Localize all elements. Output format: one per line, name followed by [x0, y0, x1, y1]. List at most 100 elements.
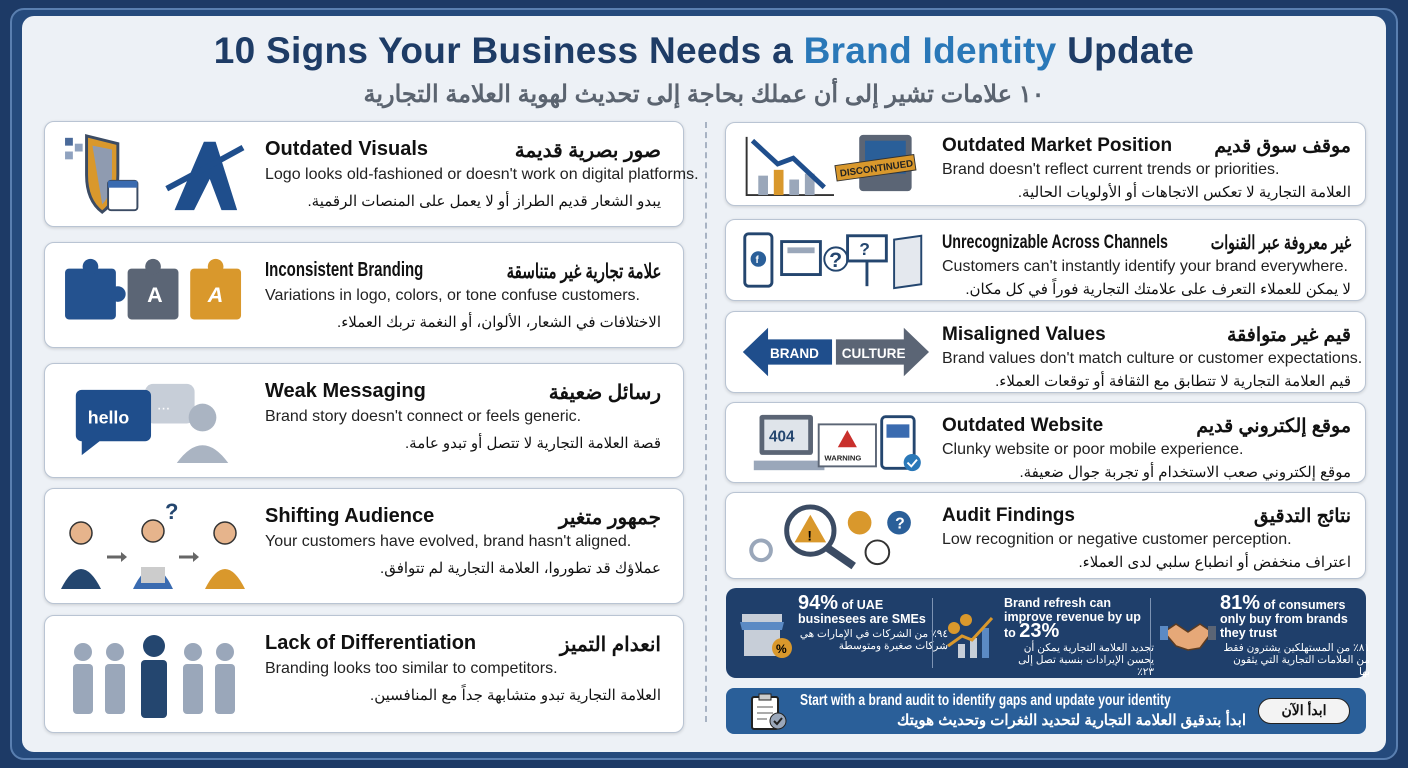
sign-desc-ar: العلامة التجارية تبدو متشابهة جداً مع ال… [370, 687, 661, 704]
svg-text:...: ... [157, 397, 170, 414]
handshake-icon [1160, 623, 1216, 651]
svg-text:A: A [207, 283, 224, 307]
sign-title-en: Unrecognizable Across Channels [942, 232, 1168, 253]
broken-website-icon: 404 WARNING [753, 414, 921, 472]
sign-desc-en: Brand values don't match culture or cust… [942, 350, 1363, 367]
sign-title-ar: صور بصرية قديمة [514, 140, 661, 162]
stat-trust: 81% of consumers only buy from brands th… [1156, 593, 1370, 678]
call-to-action-banner: Start with a brand audit to identify gap… [726, 688, 1366, 734]
stat-divider [932, 598, 933, 668]
sign-title-ar: انعدام التميز [559, 634, 661, 656]
sign-card-outdated-website: 404 WARNING Outdated Website موقع إلكترو… [725, 402, 1366, 483]
sign-title-en: Shifting Audience [265, 505, 435, 527]
sign-title-ar: موقع إلكتروني قديم [1196, 416, 1351, 437]
sign-card-audit-findings: ! ? Audit Findings نتائج التدقيق Low rec… [725, 492, 1366, 579]
opposing-arrows-icon: BRAND CULTURE [742, 327, 930, 377]
sign-title-en: Outdated Visuals [265, 138, 429, 160]
shield-calendar-logo-icon [65, 133, 245, 214]
people-icon: ? [61, 499, 245, 589]
sign-desc-ar: لا يمكن للعملاء التعرف على علامتك التجار… [965, 281, 1351, 298]
bubble-text: hello [88, 407, 130, 427]
error-code: 404 [769, 429, 795, 446]
sign-desc-en: Logo looks old-fashioned or doesn't work… [265, 166, 699, 183]
sign-card-lack-of-differentiation: Lack of Differentiation انعدام التميز Br… [44, 615, 684, 733]
sign-card-shifting-audience: ? Shifting Audience جمهور متغير Your cus… [44, 488, 684, 604]
sign-title-en: Outdated Market Position [942, 135, 1173, 156]
sign-card-outdated-visuals: Outdated Visuals صور بصرية قديمة Logo lo… [44, 121, 699, 227]
stat-text-ar: تجديد العلامة التجارية يمكن أن يحسن الإي… [1018, 642, 1154, 678]
stat-text-ar: ٩٤٪ من الشركات في الإمارات هي شركات صغير… [799, 628, 948, 652]
sign-card-unrecognizable-channels: f ? ? Unrecognizable Across Channels غير… [725, 219, 1366, 301]
sign-desc-en: Customers can't instantly identify your … [942, 258, 1348, 275]
sign-desc-en: Branding looks too similar to competitor… [265, 660, 558, 677]
svg-text:%: % [776, 642, 787, 656]
sign-card-weak-messaging: ... hello Weak Messaging رسائل ضعيفة Bra… [44, 363, 684, 478]
sign-title-ar: قيم غير متوافقة [1226, 325, 1351, 346]
sign-desc-ar: عملاؤك قد تطوروا، العلامة التجارية لم تت… [380, 560, 661, 577]
stat-divider [1150, 598, 1151, 668]
page-title: 10 Signs Your Business Needs a Brand Ide… [0, 30, 1408, 72]
svg-text:!: ! [807, 528, 812, 543]
page-subtitle-arabic: ١٠ علامات تشير إلى أن عملك بحاجة إلى تحد… [363, 81, 1045, 108]
arrow-label-brand: BRAND [770, 346, 819, 361]
sign-desc-ar: العلامة التجارية لا تعكس الاتجاهات أو ال… [1017, 184, 1351, 201]
cta-text-en: Start with a brand audit to identify gap… [800, 692, 1171, 709]
sign-card-inconsistent-branding: A A Inconsistent Branding علامة تجارية غ… [44, 242, 684, 348]
column-divider [705, 122, 707, 722]
devices-question-icon: f ? ? [743, 232, 923, 290]
sign-desc-en: Your customers have evolved, brand hasn'… [265, 533, 632, 550]
sign-title-en: Inconsistent Branding [265, 259, 424, 281]
stat-text: Brand refresh can improve revenue by up … [1004, 596, 1141, 640]
stat-value: 94% [798, 592, 839, 614]
title-highlight: Brand Identity [803, 30, 1057, 71]
sign-desc-en: Variations in logo, colors, or tone conf… [265, 287, 640, 304]
title-text-end: Update [1056, 30, 1195, 71]
sign-desc-ar: قيم العلامة التجارية لا تتطابق مع الثقاف… [995, 373, 1351, 390]
sign-title-ar: علامة تجارية غير متناسقة [506, 261, 661, 283]
sign-title-ar: رسائل ضعيفة [548, 382, 661, 404]
sign-desc-en: Brand doesn't reflect current trends or … [942, 161, 1280, 178]
sign-desc-en: Clunky website or poor mobile experience… [942, 441, 1244, 458]
clipboard-check-icon [751, 693, 787, 730]
sign-desc-ar: اعتراف منخفض أو انطباع سلبي لدى العملاء. [1078, 554, 1351, 571]
sign-desc-ar: قصة العلامة التجارية لا تتصل أو تبدو عام… [405, 435, 661, 452]
storefront-icon: % [740, 614, 792, 658]
svg-text:?: ? [859, 239, 870, 259]
svg-text:?: ? [829, 248, 842, 272]
sign-desc-ar: يبدو الشعار قديم الطراز أو لا يعمل على ا… [307, 193, 661, 210]
sign-desc-en: Brand story doesn't connect or feels gen… [265, 408, 582, 425]
warning-label: WARNING [824, 454, 861, 463]
sign-card-misaligned-values: BRAND CULTURE Misaligned Values قيم غير … [725, 311, 1366, 393]
declining-chart-icon: DISCONTINUED [745, 134, 917, 197]
cta-text-ar: ابدأ بتدقيق العلامة التجارية لتحديد الثغ… [897, 712, 1246, 729]
magnifier-warning-icon: ! ? [749, 504, 911, 570]
stat-value: 23% [1019, 620, 1060, 642]
sign-title-en: Lack of Differentiation [265, 632, 477, 654]
growth-chart-icon [947, 614, 994, 658]
sign-desc-ar: موقع إلكتروني صعب الاستخدام أو تجربة جوا… [1019, 464, 1351, 481]
sign-desc-en: Low recognition or negative customer per… [942, 531, 1292, 548]
sign-title-en: Outdated Website [942, 415, 1104, 436]
puzzle-pieces-icon: A A [65, 258, 242, 320]
sign-title-en: Audit Findings [942, 505, 1075, 526]
start-now-button[interactable]: ابدأ الآن [1258, 698, 1350, 724]
stat-text-ar: ٨١٪ من المستهلكين يشترون فقط من العلامات… [1223, 642, 1370, 678]
sign-card-outdated-market-position: DISCONTINUED Outdated Market Position مو… [725, 122, 1366, 206]
stat-text: of UAE businesees are SMEs [798, 598, 926, 626]
sign-title-en: Weak Messaging [265, 380, 426, 402]
title-text: 10 Signs Your Business Needs a [213, 30, 804, 71]
svg-text:?: ? [165, 499, 178, 524]
sign-title-en: Misaligned Values [942, 324, 1106, 345]
stat-value: 81% [1220, 592, 1261, 614]
svg-text:?: ? [895, 516, 905, 533]
sign-desc-ar: الاختلافات في الشعار، الألوان، أو النغمة… [337, 314, 661, 331]
sign-title-ar: غير معروفة عبر القنوات [1210, 233, 1351, 254]
stat-revenue: Brand refresh can improve revenue by up … [940, 596, 1154, 678]
svg-text:f: f [755, 255, 759, 266]
identical-figures-icon [73, 635, 235, 718]
sign-title-ar: موقف سوق قديم [1214, 136, 1351, 157]
speech-bubble-icon: ... hello [75, 383, 229, 464]
sign-title-ar: جمهور متغير [558, 507, 661, 529]
stat-text: of consumers only buy from brands they t… [1220, 598, 1348, 640]
